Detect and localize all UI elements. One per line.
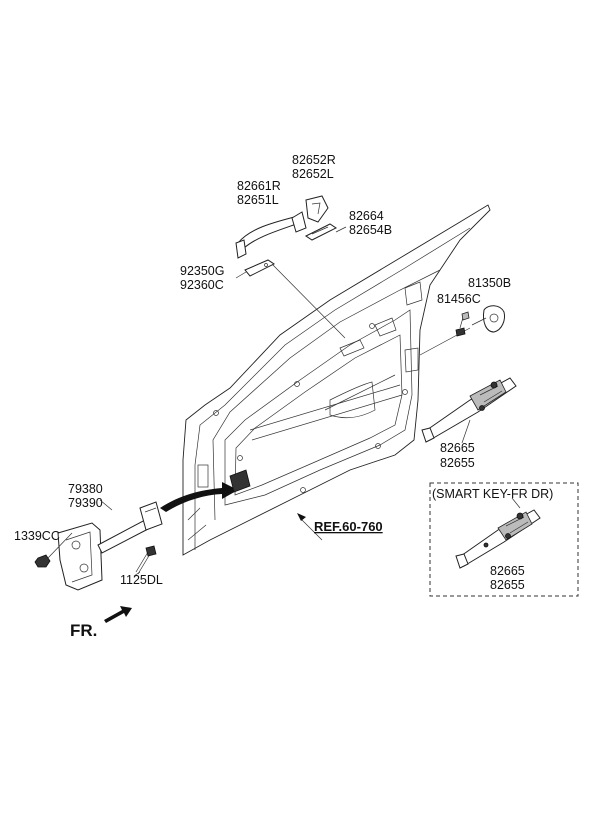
label-81456C: 81456C [437, 292, 481, 306]
smart-key-label-82655: 82655 [490, 578, 525, 592]
label-82661R: 82661R [237, 179, 281, 193]
door-panel [182, 204, 491, 556]
hinge-mount [229, 469, 251, 493]
label-82651L: 82651L [237, 193, 279, 207]
front-label: FR. [70, 621, 97, 640]
label-79380: 79380 [68, 482, 103, 496]
label-82664: 82664 [349, 209, 384, 223]
label-82652R: 82652R [292, 153, 336, 167]
leader-line [335, 226, 347, 233]
label-82655: 82655 [440, 456, 475, 470]
door-striker [483, 305, 505, 333]
leader-line [99, 499, 113, 511]
label-92350G: 92350G [180, 264, 224, 278]
leader-line [461, 419, 471, 444]
label-82654B: 82654B [349, 223, 392, 237]
ref-label: REF.60-760 [314, 519, 383, 534]
smart-key-box [429, 482, 579, 597]
smart-key-inside-handle [455, 509, 541, 569]
label-81350B: 81350B [468, 276, 511, 290]
smart-key-title: (SMART KEY-FR DR) [432, 487, 553, 501]
label-92360C: 92360C [180, 278, 224, 292]
leader-line [235, 271, 247, 279]
leader-line [471, 317, 487, 326]
inside-handle [421, 377, 517, 443]
hex-nut [34, 554, 51, 568]
leader-line [47, 532, 73, 559]
handle-gasket [305, 223, 337, 241]
label-1339CC: 1339CC [14, 529, 60, 543]
door-checker [57, 501, 163, 591]
smart-key-label-82665: 82665 [490, 564, 525, 578]
front-direction-arrow [104, 606, 132, 623]
leader-line [133, 571, 141, 577]
leader-line [269, 261, 346, 339]
outside-handle [235, 211, 307, 259]
striker-bolt [455, 311, 470, 337]
leader-line [511, 497, 521, 509]
ref-arrow [299, 517, 323, 541]
label-1125DL: 1125DL [120, 573, 163, 587]
bolt [135, 545, 157, 575]
handle-cap [305, 195, 329, 223]
installation-arrow [160, 482, 238, 512]
ref-arrowhead [297, 513, 306, 521]
handle-pad [244, 259, 275, 277]
label-82665: 82665 [440, 441, 475, 455]
label-79390: 79390 [68, 496, 103, 510]
label-82652L: 82652L [292, 167, 334, 181]
